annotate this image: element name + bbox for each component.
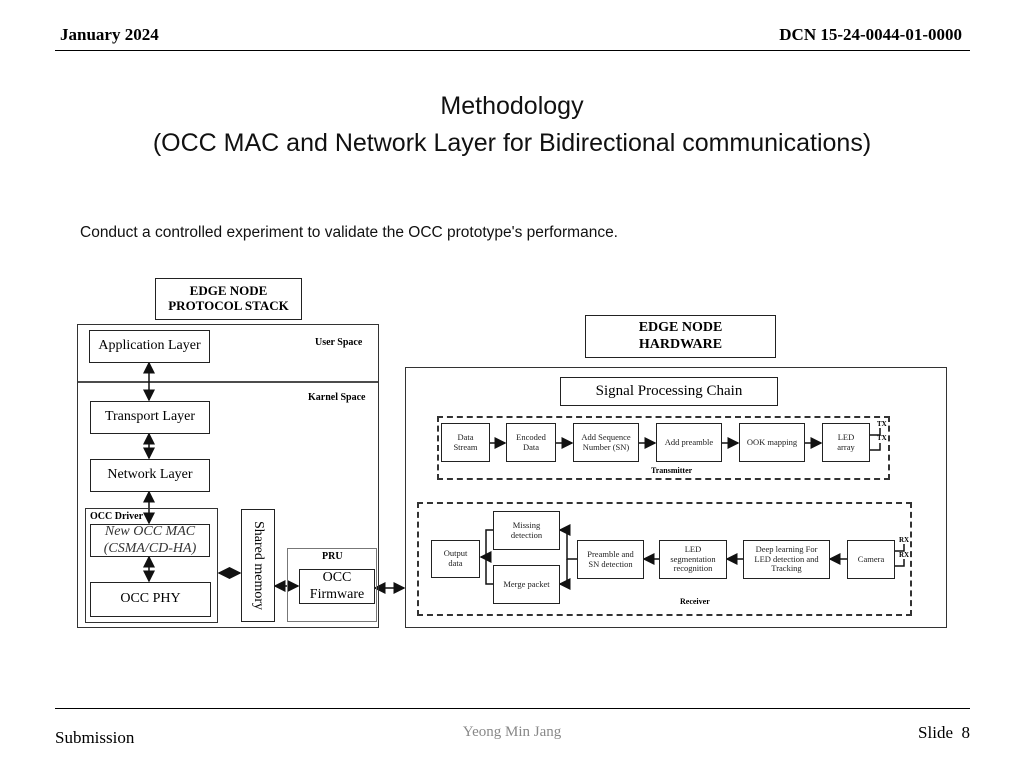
rx-block-merge-packet: Merge packet	[493, 565, 560, 604]
rx-block-line: Tracking	[771, 563, 802, 574]
rx-block-line: SN detection	[588, 558, 633, 569]
rx-label-1: RX	[899, 536, 910, 544]
rx-block-camera: Camera	[847, 540, 895, 579]
occ-phy-box: OCC PHY	[90, 582, 211, 617]
hardware-title: EDGE NODE HARDWARE	[585, 315, 776, 358]
tx-label-1: TX	[877, 420, 887, 428]
kernel-space-label: Karnel Space	[308, 392, 366, 403]
shared-memory-box: Shared memory	[241, 509, 275, 622]
footer-rule	[55, 708, 970, 709]
receiver-label: Receiver	[680, 597, 710, 606]
tx-block-line: array	[837, 441, 855, 452]
footer-author: Yeong Min Jang	[462, 724, 562, 740]
protocol-stack-title-line2: PROTOCOL STACK	[168, 298, 289, 313]
header-dcn: DCN 15-24-0044-01-0000	[779, 25, 962, 44]
pru-label: PRU	[322, 551, 343, 562]
rx-label-2: RX	[899, 551, 910, 559]
protocol-stack-title-line1: EDGE NODE	[189, 283, 268, 299]
tx-block-add-preamble: Add preamble	[656, 423, 722, 462]
tx-block-line: Add preamble	[664, 436, 714, 447]
rx-block-line: data	[448, 558, 463, 568]
slide-title: Methodology	[440, 92, 584, 120]
tx-block-line: Add Sequence	[581, 431, 631, 442]
transmitter-group	[437, 416, 890, 480]
rx-block-line: Deep learning For	[755, 543, 818, 554]
rx-block-line: LED	[684, 543, 702, 554]
protocol-stack-container	[77, 324, 379, 628]
slide-number: 8	[961, 723, 971, 742]
rx-block-line: segmentation	[670, 553, 716, 564]
hardware-container	[405, 367, 947, 628]
body-text: Conduct a controlled experiment to valid…	[80, 224, 618, 241]
receiver-group	[417, 502, 912, 616]
tx-block-line: Data	[457, 431, 474, 442]
slide-subtitle: (OCC MAC and Network Layer for Bidirecti…	[152, 129, 872, 157]
occ-firmware-box: OCC Firmware	[299, 569, 375, 604]
protocol-stack-title: EDGE NODE PROTOCOL STACK	[155, 278, 302, 320]
occ-mac-box: New OCC MAC (CSMA/CD-HA)	[90, 524, 210, 557]
tx-block-line: Stream	[453, 441, 478, 452]
occ-driver-box	[85, 508, 218, 623]
transport-layer-box: Transport Layer	[90, 401, 210, 434]
network-layer-box: Network Layer	[90, 459, 210, 492]
user-space-label: User Space	[315, 337, 363, 348]
rx-block-line: detection	[510, 529, 543, 540]
rx-block-line: Preamble and	[587, 548, 634, 559]
firmware-line2: Firmware	[309, 586, 365, 602]
firmware-line1: OCC	[322, 570, 352, 586]
pru-box	[287, 548, 377, 622]
header-date: January 2024	[60, 25, 159, 44]
tx-label-2: TX	[877, 434, 887, 442]
rx-block-line: recognition	[673, 563, 713, 574]
occ-driver-label: OCC Driver	[90, 511, 144, 522]
tx-block-line: OOK mapping	[746, 436, 798, 447]
footer-submission: Submission	[55, 728, 135, 747]
hardware-title-line1: EDGE NODE	[638, 320, 723, 336]
tx-block-line: LED	[837, 431, 855, 442]
footer-slide: Slide 8	[918, 723, 970, 743]
tx-block-ook-mapping: OOK mapping	[739, 423, 805, 462]
transmitter-label: Transmitter	[651, 466, 693, 475]
signal-chain-title: Signal Processing Chain	[560, 377, 778, 406]
tx-block-line: Data	[522, 441, 540, 452]
rx-block-line: LED detection and	[754, 553, 819, 564]
application-layer-box: Application Layer	[89, 330, 210, 363]
rx-block-line: Missing	[512, 519, 541, 530]
slide-label: Slide	[918, 723, 953, 742]
occ-mac-line1: New OCC MAC	[104, 524, 196, 540]
header-rule	[55, 50, 970, 51]
hardware-title-line2: HARDWARE	[638, 336, 723, 352]
occ-mac-line2: (CSMA/CD-HA)	[103, 540, 197, 556]
rx-block-line: Output	[443, 548, 468, 559]
tx-block-line: Number (SN)	[582, 441, 630, 452]
tx-block-line: Encoded	[516, 431, 546, 442]
